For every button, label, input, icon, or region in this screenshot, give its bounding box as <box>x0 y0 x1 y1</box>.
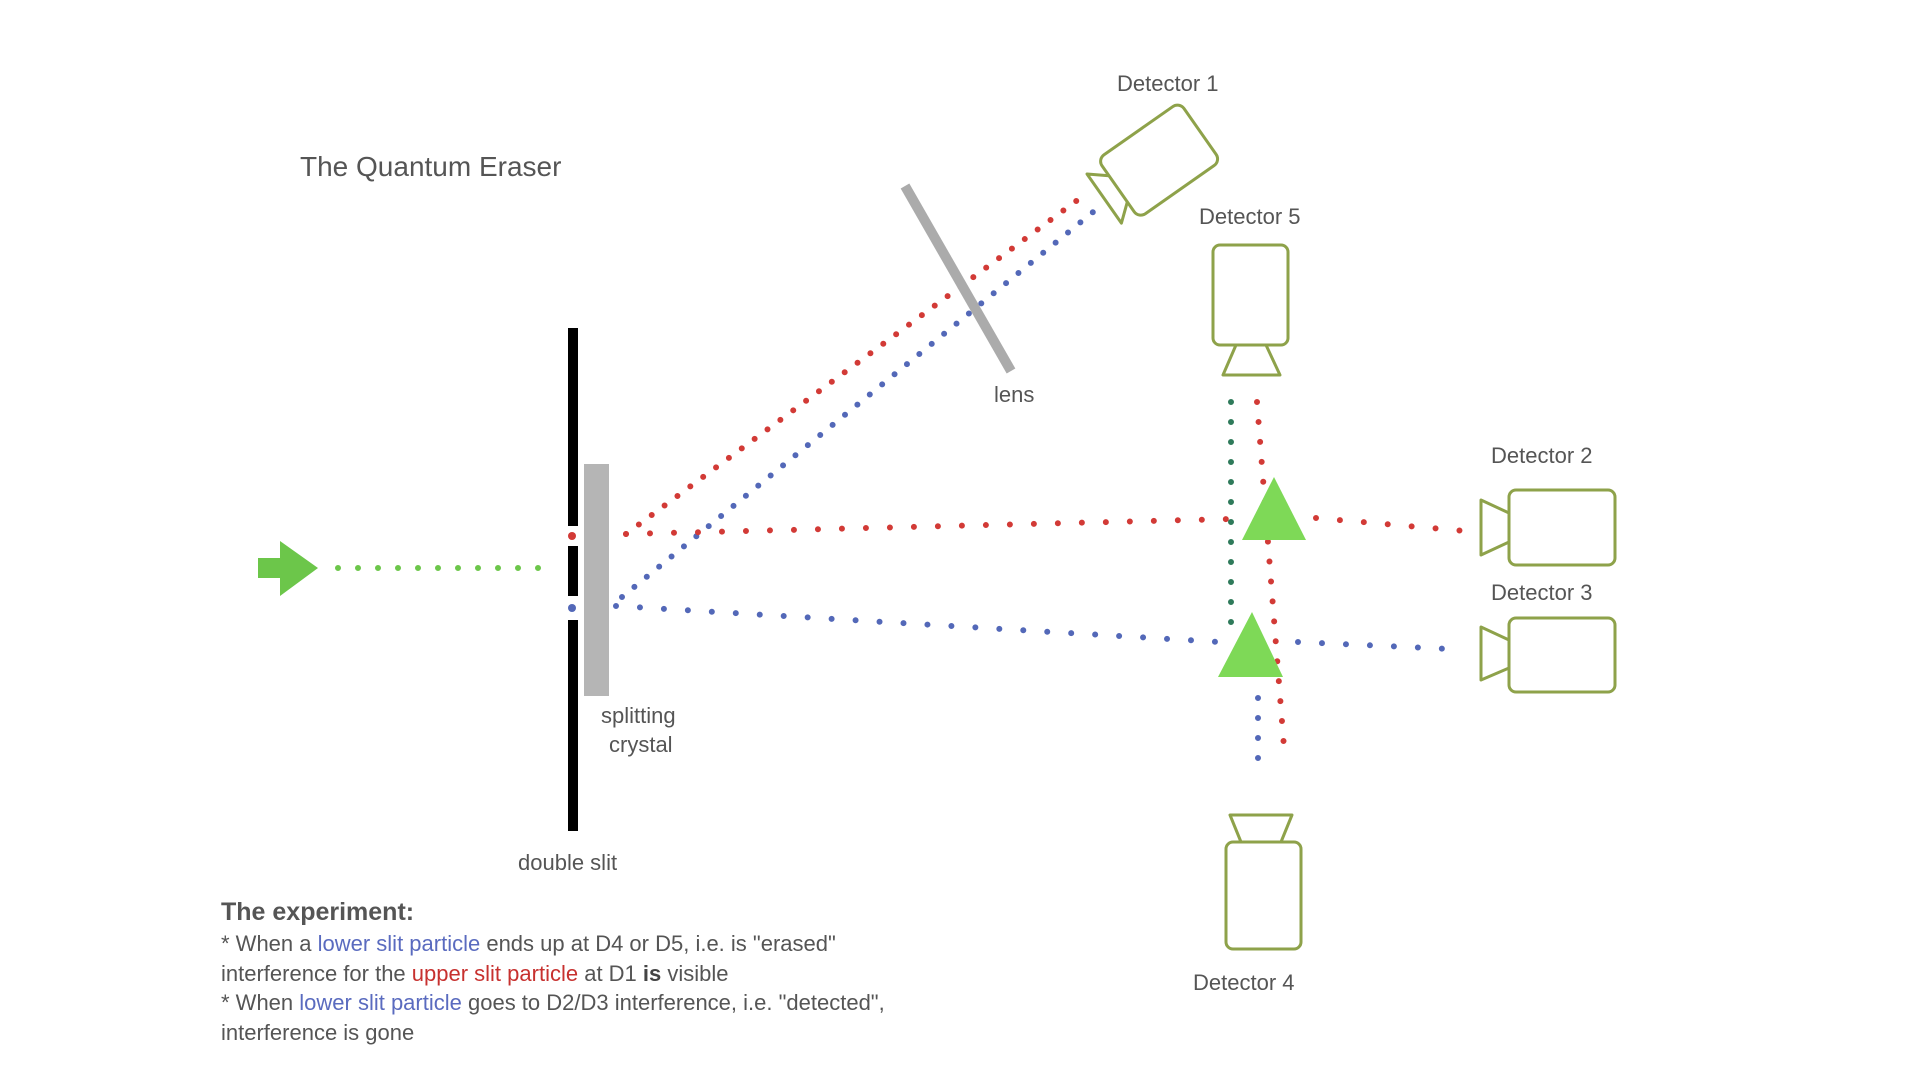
notes-line-2-upper-slit-particle: upper slit particle <box>411 960 579 986</box>
notes-line-2-emphasis: is <box>642 960 662 986</box>
notes-line-1: * When a lower slit particle ends up at … <box>221 929 1121 959</box>
notes-line-2-c: at D1 <box>578 960 643 986</box>
double-slit-bottom <box>568 620 578 831</box>
splitting-crystal <box>584 464 609 696</box>
detector-2-label: Detector 2 <box>1491 443 1593 468</box>
lower-slit-dot <box>568 604 576 612</box>
experiment-notes: The experiment: * When a lower slit part… <box>221 895 1121 1047</box>
crystal-label-line-2: crystal <box>609 732 673 757</box>
lower-beam-to-splitter <box>613 603 1223 645</box>
notes-line-3-lower-slit-particle: lower slit particle <box>299 990 462 1015</box>
notes-heading: The experiment: <box>221 898 415 926</box>
notes-line-2-e: visible <box>661 960 729 986</box>
lens-label: lens <box>994 382 1034 407</box>
detector-2-icon <box>1479 488 1617 567</box>
notes-line-2: interference for the upper slit particle… <box>221 959 1121 989</box>
double-slit-top <box>568 328 578 526</box>
detector-4-icon <box>1224 813 1303 951</box>
notes-line-4: interference is gone <box>221 1019 415 1045</box>
detector-3-label: Detector 3 <box>1491 580 1593 605</box>
beam-splitter-lower <box>1218 612 1283 677</box>
lens <box>900 183 1016 374</box>
notes-line-3-c: goes to D2/D3 interference, i.e. "detect… <box>461 990 885 1015</box>
detector-5-label: Detector 5 <box>1199 204 1301 229</box>
upper-eraser-beam-vertical <box>1254 399 1288 763</box>
upper-slit-dot <box>568 532 576 540</box>
notes-line-3: * When lower slit particle goes to D2/D3… <box>221 988 1121 1018</box>
upper-beam-to-splitter <box>623 516 1233 537</box>
notes-line-1-a: * When a <box>221 931 318 956</box>
upper-beam-to-detector-2 <box>1313 515 1468 534</box>
notes-line-3-a: * When <box>221 990 300 1015</box>
detector-1-label: Detector 1 <box>1117 71 1219 96</box>
detector-1-icon <box>1085 103 1220 225</box>
detector-4-label: Detector 4 <box>1193 970 1295 995</box>
detector-5-icon <box>1211 243 1290 377</box>
diagram-title: The Quantum Eraser <box>300 151 561 182</box>
detector-3-icon <box>1479 616 1617 694</box>
double-slit-label: double slit <box>518 850 617 875</box>
beam-splitter-upper <box>1242 477 1306 540</box>
lower-beam-to-detector-3 <box>1295 639 1453 652</box>
notes-line-2-a: interference for the <box>221 960 412 986</box>
crystal-label-line-1: splitting <box>601 703 676 728</box>
source-arrow-icon <box>258 541 318 596</box>
notes-line-1-c: ends up at D4 or D5, i.e. is "erased" <box>480 931 836 956</box>
double-slit-middle <box>568 546 578 596</box>
lower-beam-to-detector-1 <box>619 205 1101 600</box>
upper-beam-to-detector-1 <box>623 193 1086 537</box>
notes-line-1-lower-slit-particle: lower slit particle <box>317 931 481 956</box>
